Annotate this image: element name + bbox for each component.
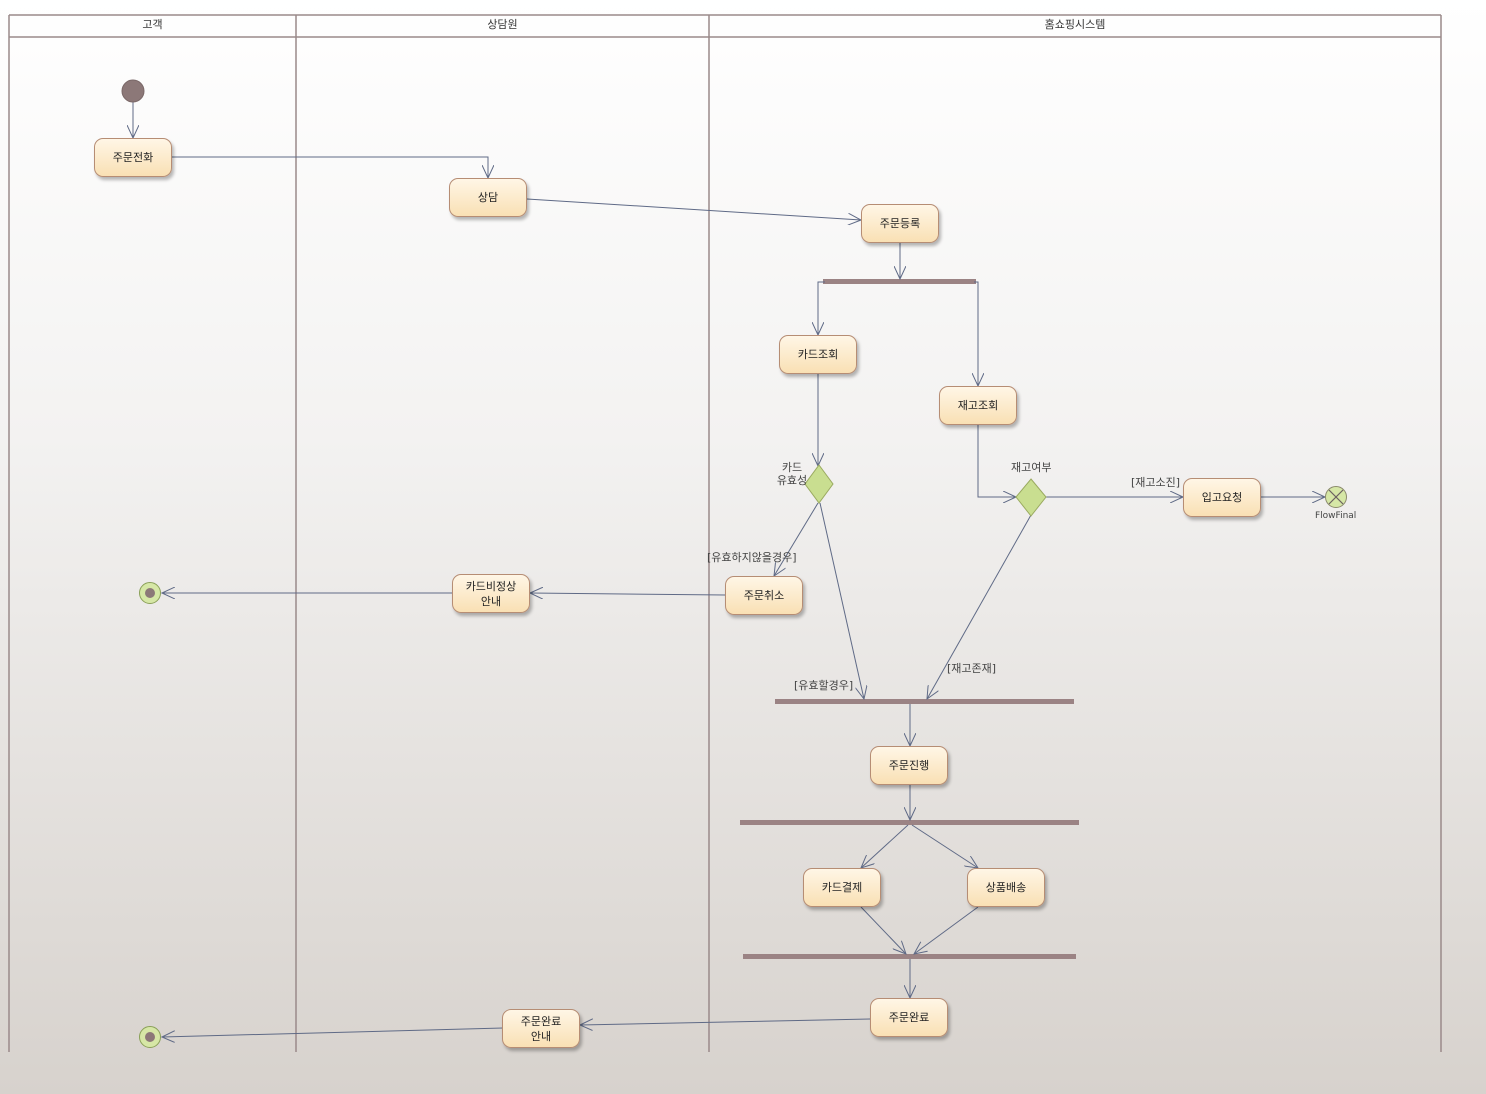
action-consult[interactable]: 상담 <box>449 178 527 217</box>
action-order-progress[interactable]: 주문진행 <box>870 746 948 785</box>
activity-final-node-1 <box>139 582 161 604</box>
action-stock-lookup[interactable]: 재고조회 <box>939 386 1017 425</box>
lane-header-customer: 고객 <box>142 18 163 31</box>
fork-bar-1 <box>823 279 976 284</box>
guard-valid: [유효할경우] <box>794 679 854 692</box>
swimlane-frame <box>8 14 1442 1052</box>
action-card-payment[interactable]: 카드결제 <box>803 868 881 907</box>
lane-header-agent: 상담원 <box>487 18 518 31</box>
action-card-lookup[interactable]: 카드조회 <box>779 335 857 374</box>
join-bar-2 <box>743 954 1076 959</box>
guard-invalid: [유효하지않을경우] <box>707 551 797 564</box>
decision-stock-check-label: 재고여부 <box>1011 461 1052 474</box>
join-bar-1 <box>775 699 1074 704</box>
activity-final-node-2 <box>139 1026 161 1048</box>
action-order-register[interactable]: 주문등록 <box>861 204 939 243</box>
action-order-call[interactable]: 주문전화 <box>94 138 172 177</box>
action-order-complete-notice[interactable]: 주문완료 안내 <box>502 1009 580 1048</box>
flow-final-label: FlowFinal <box>1315 511 1357 521</box>
action-product-delivery[interactable]: 상품배송 <box>967 868 1045 907</box>
guard-stock-exists: [재고존재] <box>947 662 997 675</box>
initial-node <box>121 79 145 103</box>
control-flows <box>133 102 1325 1037</box>
decision-card-validity-label: 카드 유효성 <box>776 461 808 487</box>
action-order-complete[interactable]: 주문완료 <box>870 998 948 1037</box>
guard-stock-out: [재고소진] <box>1131 476 1181 489</box>
action-card-invalid-notice[interactable]: 카드비정상 안내 <box>452 574 530 613</box>
lane-header-system: 홈쇼핑시스템 <box>1044 18 1106 31</box>
action-order-cancel[interactable]: 주문취소 <box>725 576 803 615</box>
action-restock-request[interactable]: 입고요청 <box>1183 478 1261 517</box>
flow-final-icon <box>1325 486 1347 508</box>
decision-card-validity <box>804 464 834 504</box>
decision-stock-check <box>1015 478 1047 517</box>
fork-bar-2 <box>740 820 1079 825</box>
